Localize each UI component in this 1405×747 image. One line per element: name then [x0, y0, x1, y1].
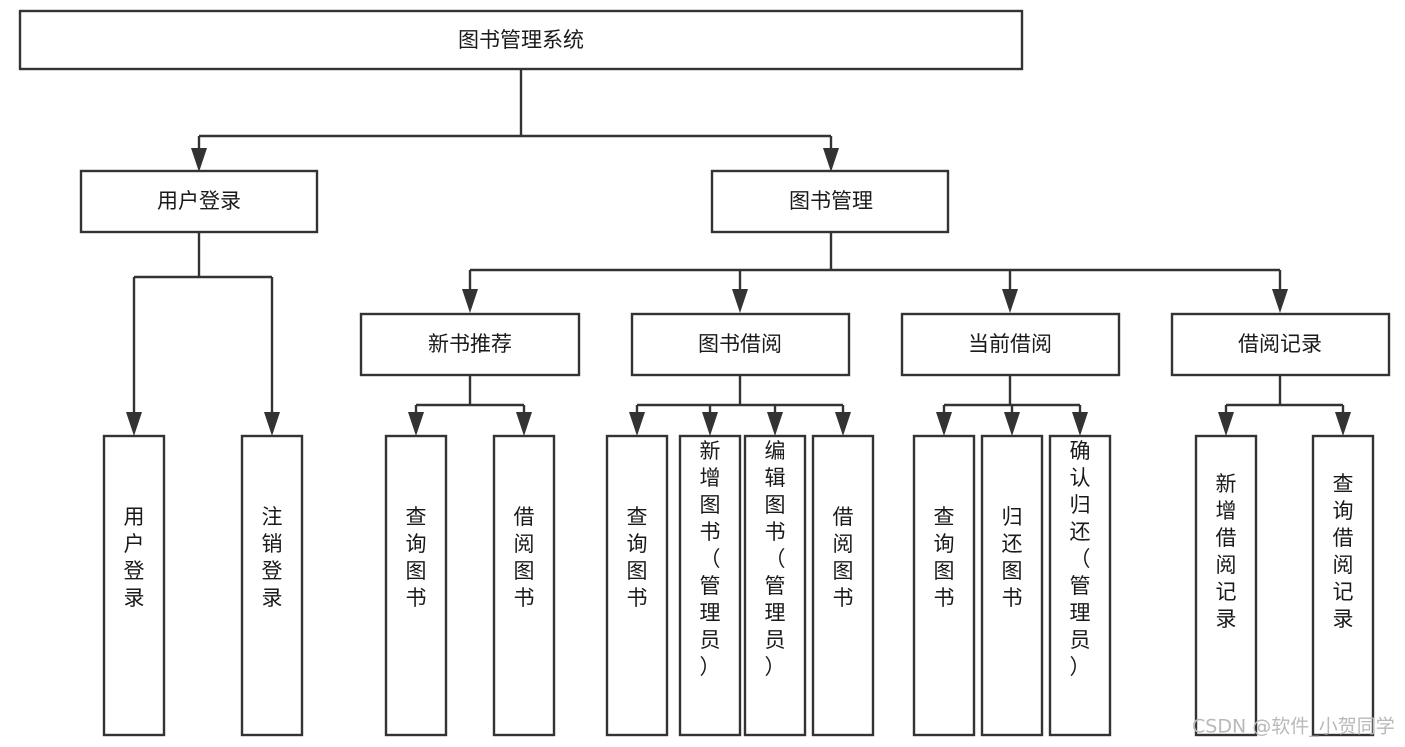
leaf-user-login-1-box[interactable] [102, 434, 166, 737]
arrowhead-to-user-login [191, 148, 207, 172]
node-borrow-record-label: 借阅记录 [1238, 332, 1322, 356]
leaf-user-login-2-label: 注销登录 [262, 505, 283, 610]
node-root-label: 图书管理系统 [458, 28, 584, 52]
leaf-user-login-2[interactable]: 注销登录 [240, 434, 304, 737]
leaf-new-book-1-label: 查询图书 [406, 505, 427, 610]
leaf-user-login-1-label: 用户登录 [124, 505, 145, 610]
leaf-new-book-2-box[interactable] [492, 434, 556, 737]
leaf-borrow-record-2-box[interactable] [1311, 434, 1375, 737]
leaf-new-book-1-box[interactable] [384, 434, 448, 737]
edge-borrow-record-trunk [1224, 375, 1345, 421]
leaf-book-borrow-1-box[interactable] [605, 434, 669, 737]
node-root-box[interactable] [18, 9, 1024, 71]
node-book-borrow-box[interactable] [630, 312, 851, 377]
leaf-current-borrow-2[interactable]: 归还图书 [980, 434, 1044, 737]
leaf-current-borrow-1[interactable]: 查询图书 [912, 434, 976, 737]
leaf-new-book-2-label: 借阅图书 [514, 505, 535, 610]
edge-root-trunk [197, 69, 833, 158]
node-user-login-box[interactable] [79, 169, 319, 234]
node-new-book-recommend-label: 新书推荐 [428, 332, 512, 356]
watermark-label: CSDN @软件_小贺同学 [1192, 716, 1395, 738]
leaf-book-borrow-2[interactable]: 新增图书（管理员） [678, 434, 742, 737]
node-current-borrow[interactable]: 当前借阅 [900, 312, 1121, 377]
node-new-book-recommend[interactable]: 新书推荐 [359, 312, 581, 377]
node-user-login[interactable]: 用户登录 [79, 169, 319, 234]
arrowhead-to-current-borrow [1002, 289, 1018, 313]
arrowhead-to-book-manage [823, 148, 839, 172]
node-borrow-record[interactable]: 借阅记录 [1170, 312, 1391, 377]
leaf-new-book-1[interactable]: 查询图书 [384, 434, 448, 737]
node-book-borrow-label: 图书借阅 [698, 332, 782, 356]
node-book-manage-box[interactable] [710, 169, 950, 234]
leaf-book-borrow-3[interactable]: 编辑图书（管理员） [743, 434, 807, 737]
leaf-book-borrow-2-box[interactable] [678, 434, 742, 737]
leaf-borrow-record-2[interactable]: 查询借阅记录 [1311, 434, 1375, 737]
arrowhead-book-borrow-leaf-1 [629, 412, 645, 436]
leaf-book-borrow-1-label: 查询图书 [627, 505, 648, 610]
leaf-current-borrow-3-label: 确认归还（管理员） [1070, 439, 1091, 679]
node-current-borrow-box[interactable] [900, 312, 1121, 377]
arrowhead-borrow-record-leaf-1 [1218, 412, 1234, 436]
arrowhead-to-borrow-record [1272, 289, 1288, 313]
node-book-manage-label: 图书管理 [789, 189, 873, 213]
edge-user-login-trunk [132, 232, 274, 421]
node-user-login-label: 用户登录 [157, 189, 241, 213]
connector-layer [126, 69, 1351, 436]
leaf-book-borrow-4-box[interactable] [811, 434, 875, 737]
edge-new-book-trunk [414, 375, 526, 421]
node-current-borrow-label: 当前借阅 [968, 332, 1052, 356]
leaf-current-borrow-2-label: 归还图书 [1002, 505, 1023, 610]
arrowhead-book-borrow-leaf-4 [835, 412, 851, 436]
arrowhead-user-login-leaf-1 [126, 412, 142, 436]
leaf-borrow-record-1-box[interactable] [1194, 434, 1258, 737]
leaf-book-borrow-1[interactable]: 查询图书 [605, 434, 669, 737]
arrowhead-borrow-record-leaf-2 [1335, 412, 1351, 436]
arrowhead-current-borrow-leaf-2 [1004, 412, 1020, 436]
node-book-borrow[interactable]: 图书借阅 [630, 312, 851, 377]
arrowhead-book-borrow-leaf-3 [767, 412, 783, 436]
edge-book-borrow-trunk [635, 375, 845, 421]
arrowhead-to-new-book [462, 289, 478, 313]
leaf-user-login-1[interactable]: 用户登录 [102, 434, 166, 737]
leaf-book-borrow-4-label: 借阅图书 [833, 505, 854, 610]
leaf-current-borrow-3[interactable]: 确认归还（管理员） [1048, 434, 1112, 737]
leaf-current-borrow-3-box[interactable] [1048, 434, 1112, 737]
arrowhead-new-book-leaf-2 [516, 412, 532, 436]
leaf-book-borrow-3-label: 编辑图书（管理员） [765, 439, 786, 679]
arrowhead-new-book-leaf-1 [408, 412, 424, 436]
node-borrow-record-box[interactable] [1170, 312, 1391, 377]
leaf-user-login-2-box[interactable] [240, 434, 304, 737]
node-book-manage[interactable]: 图书管理 [710, 169, 950, 234]
leaf-current-borrow-1-label: 查询图书 [934, 505, 955, 610]
arrowhead-book-borrow-leaf-2 [702, 412, 718, 436]
edge-book-manage-trunk [468, 232, 1282, 300]
leaf-new-book-2[interactable]: 借阅图书 [492, 434, 556, 737]
arrowhead-to-book-borrow [732, 289, 748, 313]
node-new-book-recommend-box[interactable] [359, 312, 581, 377]
leaf-current-borrow-2-box[interactable] [980, 434, 1044, 737]
node-root[interactable]: 图书管理系统 [18, 9, 1024, 71]
leaf-borrow-record-2-label: 查询借阅记录 [1333, 472, 1354, 631]
leaf-current-borrow-1-box[interactable] [912, 434, 976, 737]
leaf-borrow-record-1[interactable]: 新增借阅记录 [1194, 434, 1258, 737]
leaf-book-borrow-4[interactable]: 借阅图书 [811, 434, 875, 737]
arrowhead-user-login-leaf-2 [264, 412, 280, 436]
leaf-book-borrow-3-box[interactable] [743, 434, 807, 737]
leaf-borrow-record-1-label: 新增借阅记录 [1216, 472, 1237, 631]
arrowhead-current-borrow-leaf-1 [936, 412, 952, 436]
leaf-book-borrow-2-label: 新增图书（管理员） [700, 439, 721, 679]
arrowhead-current-borrow-leaf-3 [1072, 412, 1088, 436]
